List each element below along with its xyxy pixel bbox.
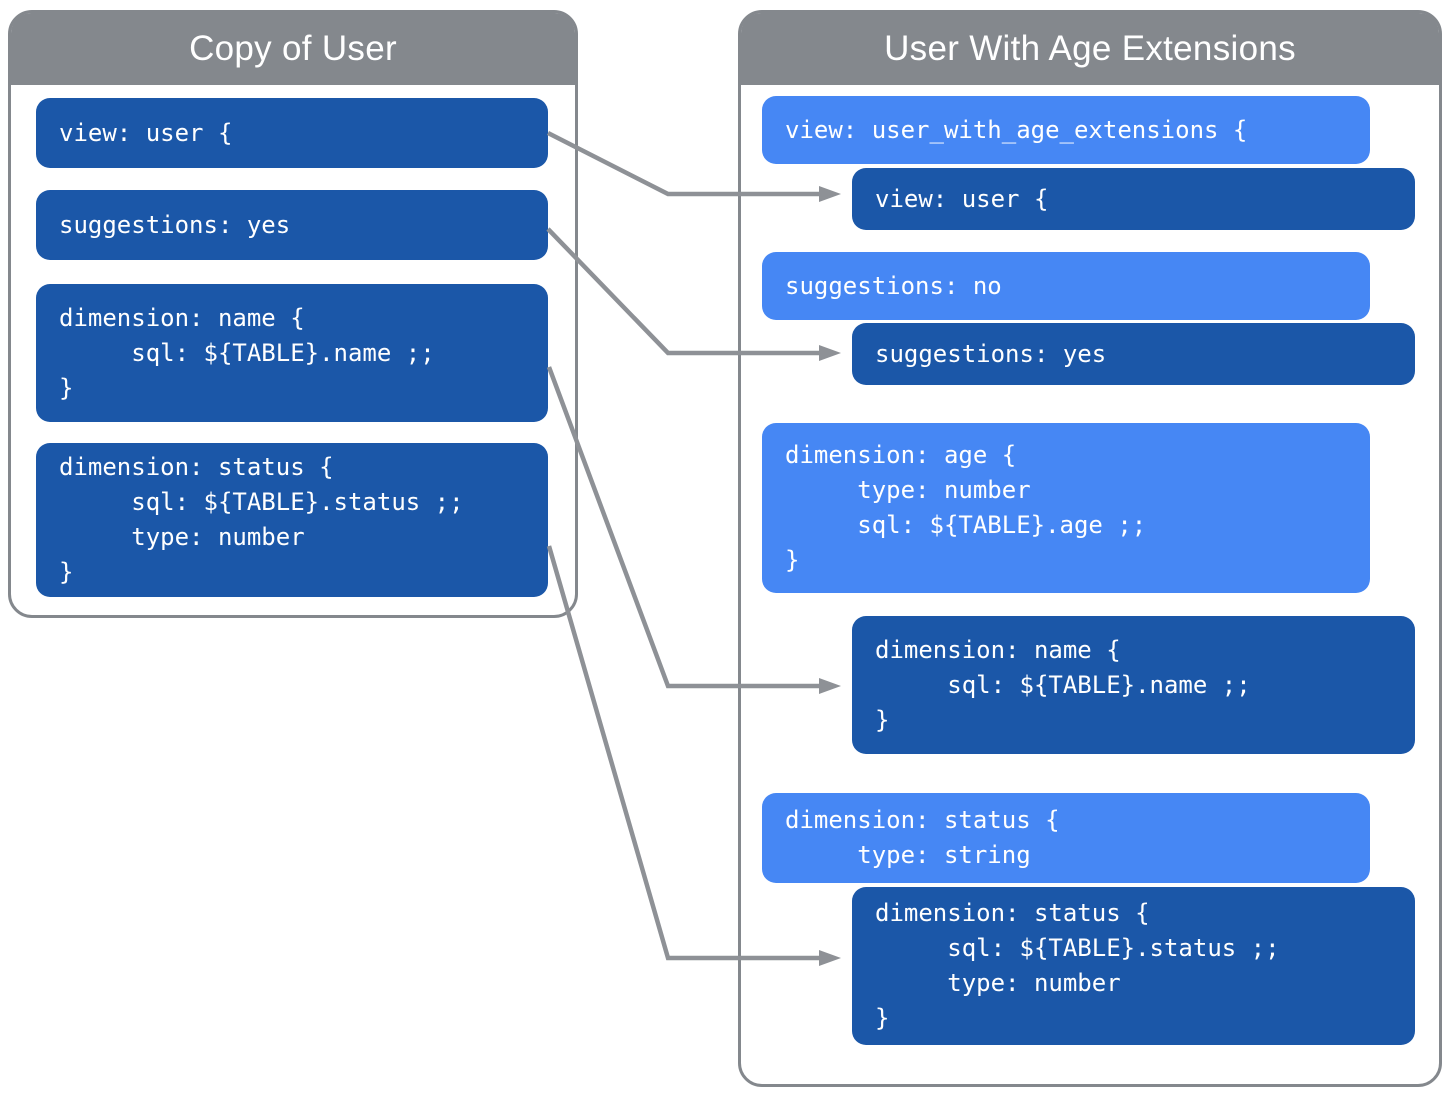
code-box-dimension-name-inherited: dimension: name { sql: ${TABLE}.name ;; …: [852, 616, 1415, 754]
code-box-dimension-name: dimension: name { sql: ${TABLE}.name ;; …: [36, 284, 548, 422]
code-box-view-user-with-age-extensions: view: user_with_age_extensions {: [762, 96, 1370, 164]
code-box-view-user: view: user {: [36, 98, 548, 168]
code-box-view-user-inherited: view: user {: [852, 168, 1415, 230]
code-box-dimension-age: dimension: age { type: number sql: ${TAB…: [762, 423, 1370, 593]
code-box-suggestions-yes: suggestions: yes: [36, 190, 548, 260]
code-box-dimension-status-inherited: dimension: status { sql: ${TABLE}.status…: [852, 887, 1415, 1045]
copy-of-user-panel-header: Copy of User: [11, 13, 575, 85]
code-box-dimension-status: dimension: status { sql: ${TABLE}.status…: [36, 443, 548, 597]
user-with-age-extensions-panel-header: User With Age Extensions: [741, 13, 1439, 85]
code-box-suggestions-no: suggestions: no: [762, 252, 1370, 320]
copy-of-user-panel-title: Copy of User: [189, 29, 397, 68]
code-box-dimension-status-override: dimension: status { type: string: [762, 793, 1370, 883]
code-box-suggestions-yes-inherited: suggestions: yes: [852, 323, 1415, 385]
user-with-age-extensions-panel-title: User With Age Extensions: [884, 29, 1296, 68]
